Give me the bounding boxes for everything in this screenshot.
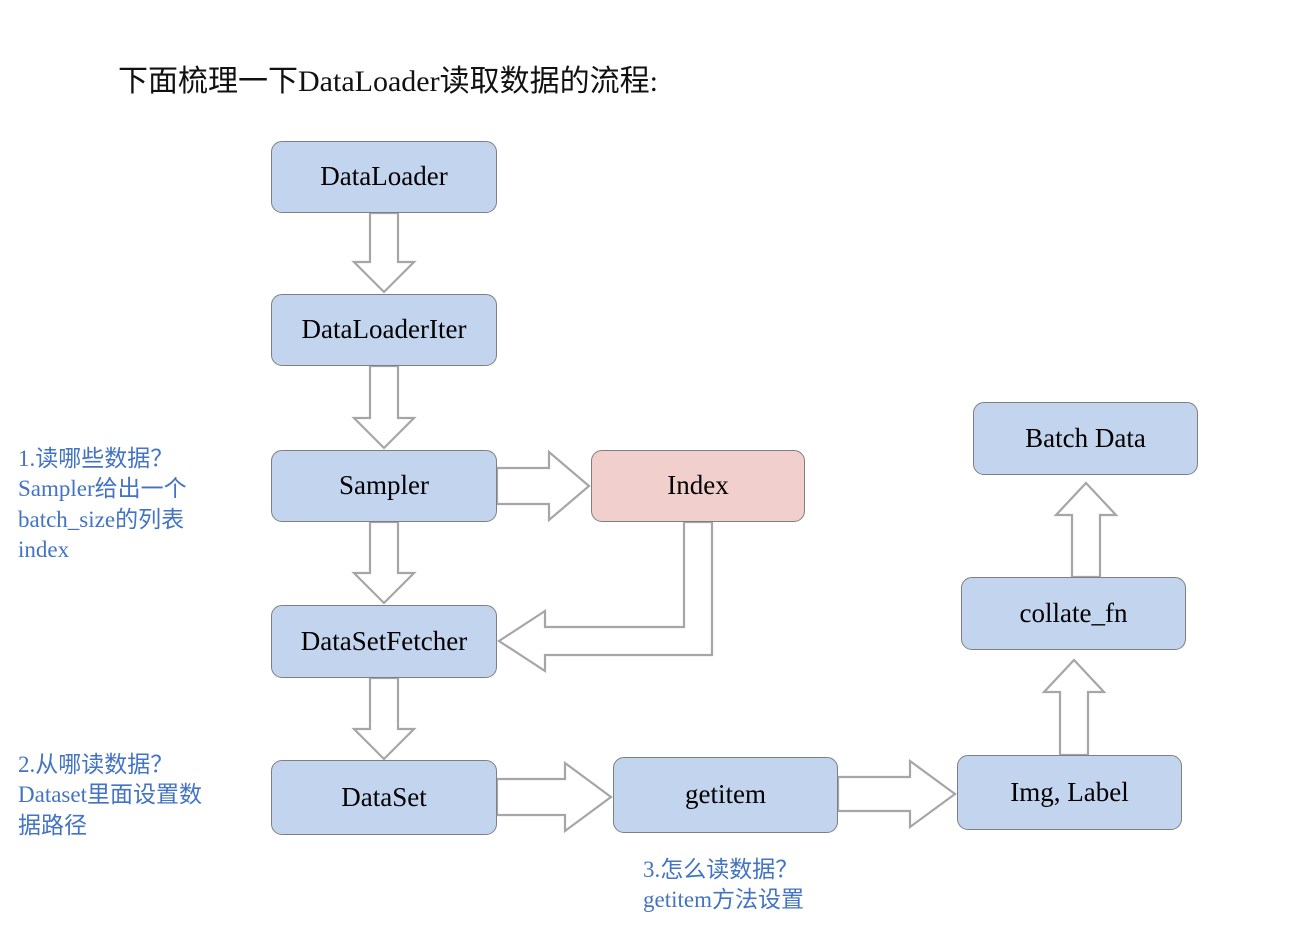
node-imglabel[interactable]: Img, Label: [957, 755, 1182, 830]
edge-dataset-to-getitem-icon: [495, 760, 613, 834]
node-sampler-label: Sampler: [339, 470, 429, 501]
edge-dataloader-to-dataloaderiter-icon: [351, 211, 417, 294]
node-index[interactable]: Index: [591, 450, 805, 522]
node-dataloader[interactable]: DataLoader: [271, 141, 497, 213]
node-index-label: Index: [667, 470, 729, 501]
node-getitem[interactable]: getitem: [613, 757, 838, 833]
edge-imglabel-to-collatefn-icon: [1041, 658, 1107, 757]
edge-sampler-to-datasetfetcher-icon: [351, 520, 417, 605]
node-batchdata-label: Batch Data: [1025, 422, 1146, 453]
annotation-3: 3.怎么读数据？ getitem方法设置: [643, 857, 804, 913]
node-dataset-label: DataSet: [341, 781, 427, 812]
node-dataloader-label: DataLoader: [320, 161, 448, 192]
edge-getitem-to-imglabel-icon: [836, 758, 957, 830]
node-getitem-label: getitem: [685, 779, 766, 810]
page-title: 下面梳理一下DataLoader读取数据的流程:: [118, 65, 658, 98]
node-collatefn-label: collate_fn: [1019, 597, 1128, 628]
annotation-1: 1.读哪些数据？ Sampler给出一个 batch_size的列表 index: [18, 446, 187, 563]
node-dataset[interactable]: DataSet: [271, 760, 497, 835]
node-collatefn[interactable]: collate_fn: [961, 577, 1186, 650]
edge-dataloaderiter-to-sampler-icon: [351, 364, 417, 450]
edge-collatefn-to-batchdata-icon: [1053, 481, 1119, 579]
node-sampler[interactable]: Sampler: [271, 450, 497, 522]
node-datasetfetcher[interactable]: DataSetFetcher: [271, 605, 497, 678]
edge-sampler-to-index-icon: [495, 449, 591, 523]
node-dataloaderiter[interactable]: DataLoaderIter: [271, 294, 497, 366]
edge-index-to-datasetfetcher-icon: [496, 520, 714, 674]
node-imglabel-label: Img, Label: [1010, 776, 1129, 807]
annotation-2: 2.从哪读数据？ Dataset里面设置数 据路径: [18, 752, 202, 838]
node-datasetfetcher-label: DataSetFetcher: [300, 625, 468, 656]
edge-datasetfetcher-to-dataset-icon: [351, 676, 417, 761]
node-dataloaderiter-label: DataLoaderIter: [301, 314, 467, 345]
node-batchdata[interactable]: Batch Data: [973, 402, 1198, 475]
